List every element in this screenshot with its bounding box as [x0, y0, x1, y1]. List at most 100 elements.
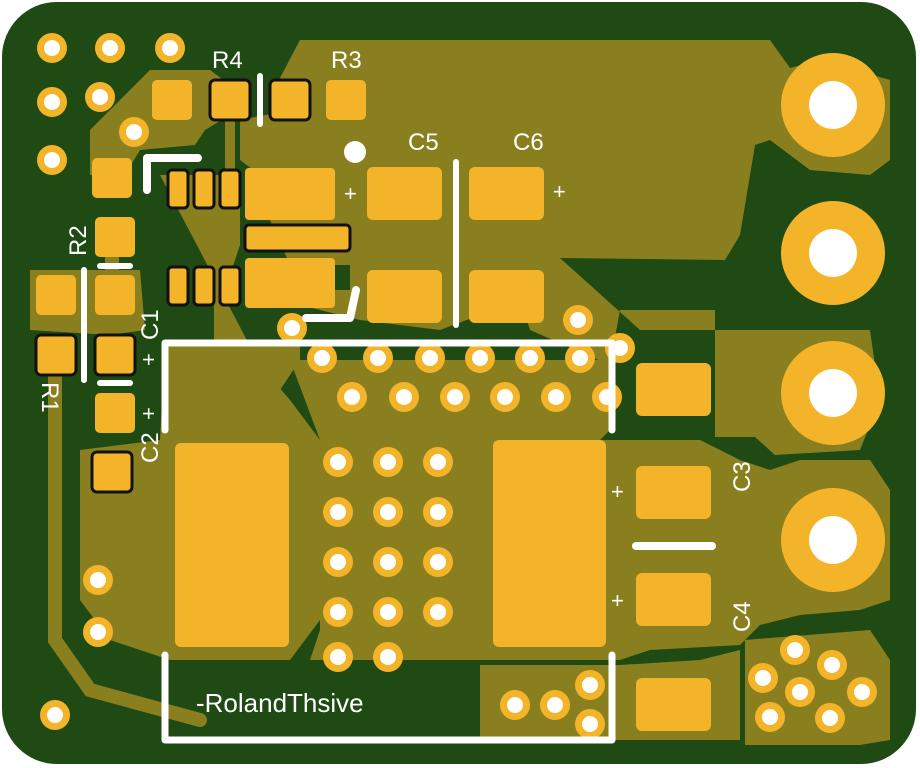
pad-r3	[326, 80, 366, 120]
via-drill-50	[822, 710, 838, 726]
via-drill-27	[380, 504, 396, 520]
via-drill-17	[344, 389, 360, 405]
pad-ic-tab-top	[245, 168, 335, 220]
label-r3: R3	[331, 47, 362, 74]
pad-r2-left	[36, 275, 76, 315]
via-drill-40	[507, 697, 523, 713]
via-drill-9	[570, 312, 586, 328]
via-drill-35	[330, 649, 346, 665]
via-drill-42	[582, 677, 598, 693]
label-plus-c4: +	[611, 588, 624, 613]
via-drill-26	[330, 504, 346, 520]
pad-ic-4	[166, 265, 190, 307]
label-plus-c1: +	[136, 353, 161, 366]
via-drill-16	[572, 350, 588, 366]
via-drill-5	[92, 89, 108, 105]
via-drill-47	[792, 684, 808, 700]
pad-r2-top	[95, 217, 135, 257]
silk-outline-bottom	[161, 651, 616, 744]
label-c5: C5	[408, 129, 439, 156]
via-drill-45	[824, 657, 840, 673]
via-drill-32	[330, 604, 346, 620]
pad-c5-bottom	[367, 270, 442, 323]
pad-r1-b	[93, 333, 137, 377]
pad-ic-6	[218, 265, 242, 307]
via-drill-25	[430, 454, 446, 470]
via-drill-4	[44, 94, 60, 110]
via-drill-10	[612, 340, 628, 356]
pad-c2-a	[95, 393, 135, 433]
label-r2: R2	[65, 225, 92, 256]
terminals	[781, 53, 885, 592]
label-plus-c3: +	[611, 479, 624, 504]
label-plus-c5: +	[344, 181, 357, 206]
via-drill-43	[582, 716, 598, 732]
pad-c6-bottom	[469, 270, 544, 323]
pad-r1-a	[34, 333, 78, 377]
pad-ic-tab-mid	[243, 223, 352, 253]
via-drill-11	[314, 350, 330, 366]
via-drill-12	[370, 350, 386, 366]
via-drill-30	[380, 554, 396, 570]
terminal-2-drill	[809, 229, 857, 277]
terminal-4-drill	[809, 516, 857, 564]
via-drill-8	[284, 320, 300, 336]
via-drill-20	[497, 389, 513, 405]
pad-ic-tab-bottom	[245, 258, 335, 308]
via-drill-23	[330, 454, 346, 470]
via-drill-39	[47, 707, 63, 723]
via-drill-18	[396, 389, 412, 405]
pad-r4-b	[268, 78, 312, 122]
silk-outline-main	[161, 339, 616, 434]
pad-ic-5	[192, 265, 216, 307]
label-c4: C4	[729, 601, 756, 632]
via-drill-38	[90, 624, 106, 640]
pad-c3	[636, 466, 711, 519]
via-drill-28	[430, 504, 446, 520]
silkscreen-lines	[81, 73, 716, 744]
label-plus-c2: +	[136, 407, 161, 420]
label-credit: -RolandThsive	[196, 688, 364, 718]
pad-ic-3	[218, 168, 242, 210]
trace-left-edge	[48, 353, 207, 727]
terminal-1-drill	[809, 81, 857, 129]
pad-r4-a	[208, 78, 252, 122]
pad-large-left	[175, 443, 289, 647]
via-drill-24	[380, 454, 396, 470]
via-drill-7	[126, 124, 142, 140]
silkscreen-text: R4 R3 C5 C6 + + R2 C1 + R1 C2 + C3 C4 + …	[36, 47, 756, 718]
label-c6: C6	[513, 129, 544, 156]
via-drill-13	[422, 350, 438, 366]
pad-ic-2	[192, 168, 216, 210]
via-drill-3	[162, 40, 178, 56]
via-drill-6	[44, 152, 60, 168]
pad-r4-left	[152, 80, 192, 120]
pad-ic-1	[166, 168, 190, 210]
via-drill-21	[548, 389, 564, 405]
pad-c2-b	[90, 450, 134, 494]
terminal-3-drill	[809, 369, 857, 417]
via-drill-46	[755, 670, 771, 686]
pad-q-top	[92, 158, 132, 198]
pad-bottom-right	[636, 678, 711, 731]
label-c1: C1	[137, 309, 164, 340]
pad-c4	[636, 573, 711, 626]
label-r1: R1	[36, 382, 63, 413]
via-drill-19	[447, 389, 463, 405]
silk-ic-corner-top	[143, 154, 202, 194]
via-drill-33	[380, 604, 396, 620]
silk-ic-corner-bottom	[302, 286, 360, 322]
pour-top-right	[240, 40, 890, 455]
via-drill-34	[430, 604, 446, 620]
via-drill-2	[102, 40, 118, 56]
pad-large-right	[493, 440, 606, 647]
via-drill-48	[854, 684, 870, 700]
via-drill-37	[90, 572, 106, 588]
label-r4: R4	[212, 47, 243, 74]
via-drill-1	[44, 40, 60, 56]
via-drill-31	[430, 554, 446, 570]
label-plus-c6: +	[553, 179, 566, 204]
label-c3: C3	[729, 461, 756, 492]
via-drill-29	[330, 554, 346, 570]
